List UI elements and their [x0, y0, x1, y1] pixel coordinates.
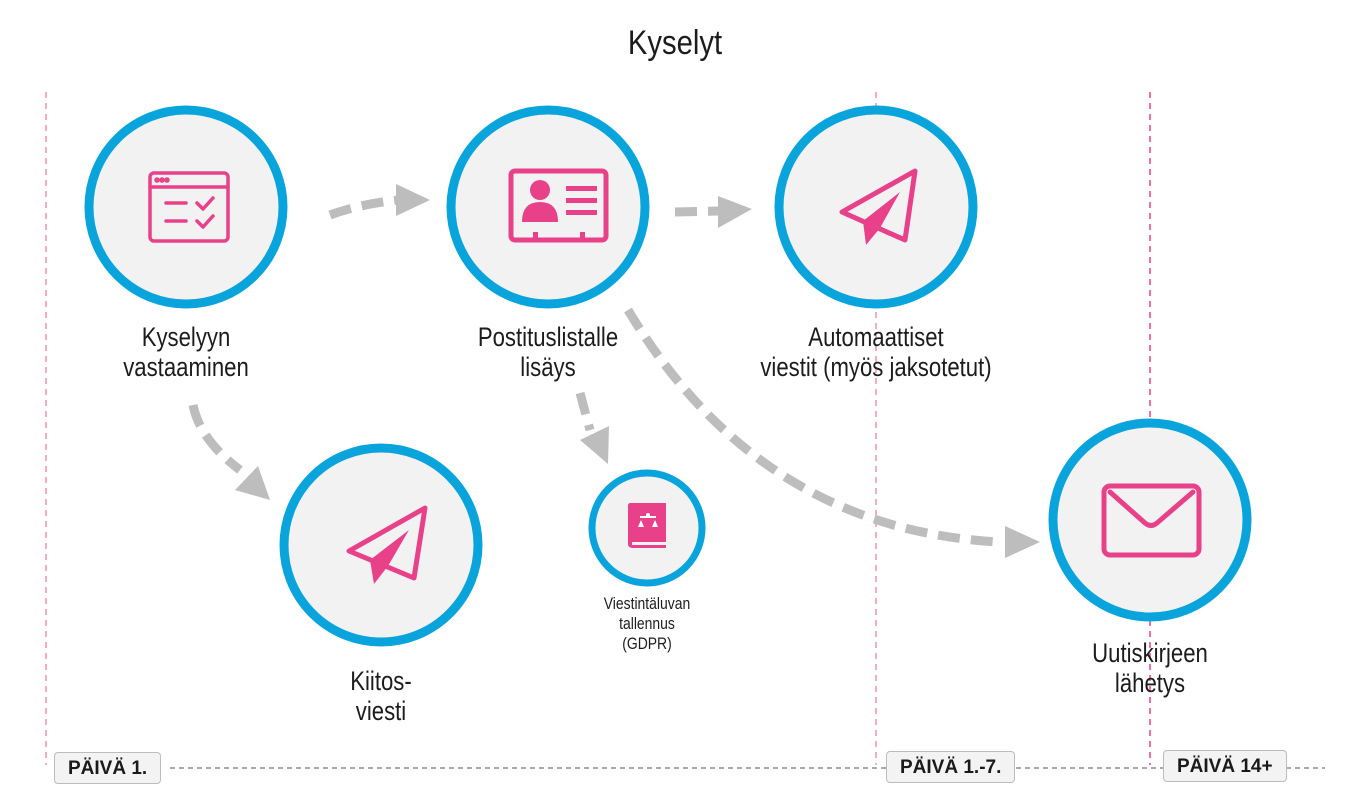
phase-badge-day-1: PÄIVÄ 1. — [54, 752, 162, 784]
node-label-newsletter: Uutiskirjeen lähetys — [1068, 638, 1232, 698]
node-label-mailing-list: Postituslistalle lisäys — [446, 322, 651, 382]
node-newsletter — [1048, 418, 1252, 622]
node-mailing-list — [446, 105, 650, 309]
node-thank-you — [279, 443, 483, 647]
arrow-mailing-list-to-auto-messages — [674, 196, 752, 228]
node-consent — [588, 469, 706, 587]
label-line: Viestintäluvan — [603, 594, 691, 613]
label-line: lähetys — [1114, 668, 1186, 698]
label-line: viestit (myös jaksotetut) — [760, 352, 992, 382]
law-book-icon — [628, 503, 666, 548]
label-line: Kyselyyn — [141, 322, 231, 352]
label-line: tallennus — [619, 614, 675, 633]
node-label-consent: Viestintäluvan tallennus (GDPR) — [581, 594, 712, 654]
label-line: Uutiskirjeen — [1092, 638, 1208, 668]
label-line: Automaattiset — [808, 322, 944, 352]
label-line: (GDPR) — [622, 634, 672, 653]
label-line: Postituslistalle — [477, 322, 619, 352]
label-line: viesti — [355, 696, 407, 726]
arrow-survey-to-thank-you — [188, 403, 270, 500]
arrow-mailing-list-to-newsletter — [624, 307, 1040, 558]
label-line: Kiitos- — [350, 666, 412, 696]
diagram-title: Kyselyt — [627, 24, 723, 62]
node-auto-messages — [774, 105, 978, 309]
phase-badge-day-14-plus: PÄIVÄ 14+ — [1163, 750, 1287, 782]
phase-badge-days-1-7: PÄIVÄ 1.-7. — [886, 751, 1016, 783]
survey-form-icon — [148, 171, 230, 243]
contact-card-icon — [508, 168, 609, 243]
paper-plane-icon — [346, 505, 428, 584]
label-line: lisäys — [520, 352, 576, 382]
arrow-survey-to-mailing-list — [328, 184, 430, 220]
node-label-auto-messages: Automaattiset viestit (myös jaksotetut) — [753, 322, 999, 382]
node-survey — [84, 105, 288, 309]
envelope-icon — [1101, 483, 1202, 558]
arrow-mailing-list-to-consent — [575, 391, 609, 464]
label-line: vastaaminen — [123, 352, 249, 382]
paper-plane-icon — [839, 168, 918, 245]
node-label-survey: Kyselyyn vastaaminen — [104, 322, 268, 382]
node-label-thank-you: Kiitos- viesti — [299, 666, 463, 726]
